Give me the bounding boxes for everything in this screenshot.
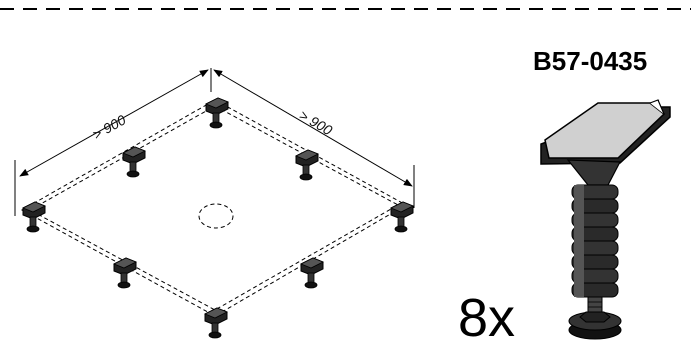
dimension-label-right: > 900 <box>297 107 336 139</box>
drain-hole <box>198 203 234 229</box>
tray-outline <box>20 99 408 317</box>
dimension-lines <box>14 68 415 216</box>
quantity-label: 8x <box>458 288 515 341</box>
foot-right <box>390 201 414 233</box>
foot-bottom <box>204 307 228 339</box>
part-number: B57-0435 <box>533 46 647 76</box>
foot-upper-left <box>122 146 146 178</box>
threaded-column <box>571 184 619 298</box>
tray-feet <box>22 97 414 339</box>
foot-upper-right <box>295 149 319 181</box>
foot-lower-right <box>300 257 324 289</box>
adjustable-foot-illustration <box>540 99 671 340</box>
foot-left <box>22 201 46 233</box>
foot-lower-left <box>113 257 137 289</box>
foot-top <box>205 97 229 129</box>
dimension-label-left: > 900 <box>90 111 129 142</box>
